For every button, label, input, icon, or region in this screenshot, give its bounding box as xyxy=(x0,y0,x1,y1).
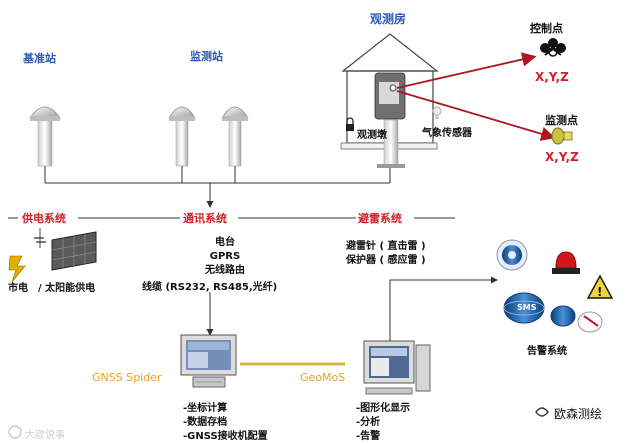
gnss-spider-label: GNSS Spider xyxy=(92,371,162,384)
base-station-label: 基准站 xyxy=(23,52,56,65)
base-station-antenna xyxy=(29,106,61,167)
lightning-system-label: 避雷系统 xyxy=(358,212,402,225)
geomos-item: -告警 xyxy=(356,431,381,442)
geomos-computer xyxy=(363,340,431,395)
comm-items-list: 电台 GPRS 无线路由 xyxy=(170,236,280,278)
comm-item: GPRS xyxy=(209,251,241,262)
geomos-item: -图形化显示 xyxy=(356,403,411,414)
gnss-items-list: -坐标计算 -数据存档 -GNSS接收机配置 xyxy=(183,402,268,444)
monitor-point-label: 监测点 xyxy=(545,114,578,127)
lightning-bolt-icon xyxy=(8,255,26,283)
comm-item: 电台 xyxy=(215,237,235,248)
control-point-icon xyxy=(540,38,566,57)
station-bus-lines xyxy=(44,166,391,208)
weather-sensor-label: 气象传感器 xyxy=(422,128,472,139)
power-system-label: 供电系统 xyxy=(22,212,66,225)
observation-room-label: 观测房 xyxy=(370,12,407,26)
sms-label: SMS xyxy=(517,303,537,312)
comm-item-cable: 线缆 (RS232, RS485,光纤) xyxy=(142,282,278,293)
lightning-item: 保护器 ( 感应雷 ) xyxy=(346,255,426,266)
lock-icon xyxy=(346,124,354,131)
observation-house xyxy=(340,33,442,168)
power-icons xyxy=(8,228,97,283)
control-point-xyz: X,Y,Z xyxy=(535,70,569,84)
monitor-point-xyz: X,Y,Z xyxy=(545,150,579,164)
gnss-item: -数据存档 xyxy=(183,417,228,428)
gnss-item: -坐标计算 xyxy=(183,403,228,414)
watermark-logo xyxy=(8,425,22,439)
control-point-label: 控制点 xyxy=(530,22,563,35)
arrow-to-control-point xyxy=(396,52,537,89)
total-station-label: 观测墩 xyxy=(357,130,387,141)
power-source-label: 市电 / 太阳能供电 xyxy=(8,283,96,294)
monitor-station-label: 监测站 xyxy=(190,50,223,63)
gnss-spider-computer xyxy=(180,334,237,388)
geomos-label: GeoMoS xyxy=(300,371,346,384)
monitor-point-icon xyxy=(551,127,573,145)
gnss-item: -GNSS接收机配置 xyxy=(183,431,268,442)
alarm-system-label: 告警系统 xyxy=(527,346,567,357)
alarm-devices: ! xyxy=(496,239,614,333)
geomos-items-list: -图形化显示 -分析 -告警 xyxy=(356,402,410,444)
brand-label: 欧森测绘 xyxy=(554,407,603,421)
lightning-items-list: 避雷针 ( 直击雷 ) 保护器 ( 感应雷 ) xyxy=(346,240,426,268)
watermark-label: 大欧说事 xyxy=(25,430,65,441)
monitor-station-antenna-1 xyxy=(168,106,196,167)
geomos-item: -分析 xyxy=(356,417,381,428)
monitor-station-antenna-2 xyxy=(221,106,249,167)
comm-item: 无线路由 xyxy=(205,265,245,276)
lightning-item: 避雷针 ( 直击雷 ) xyxy=(346,241,426,252)
arrow-to-monitor-point xyxy=(396,90,556,141)
comm-system-label: 通讯系统 xyxy=(183,212,227,225)
svg-text:!: ! xyxy=(597,285,602,299)
brand-logo xyxy=(535,407,549,417)
